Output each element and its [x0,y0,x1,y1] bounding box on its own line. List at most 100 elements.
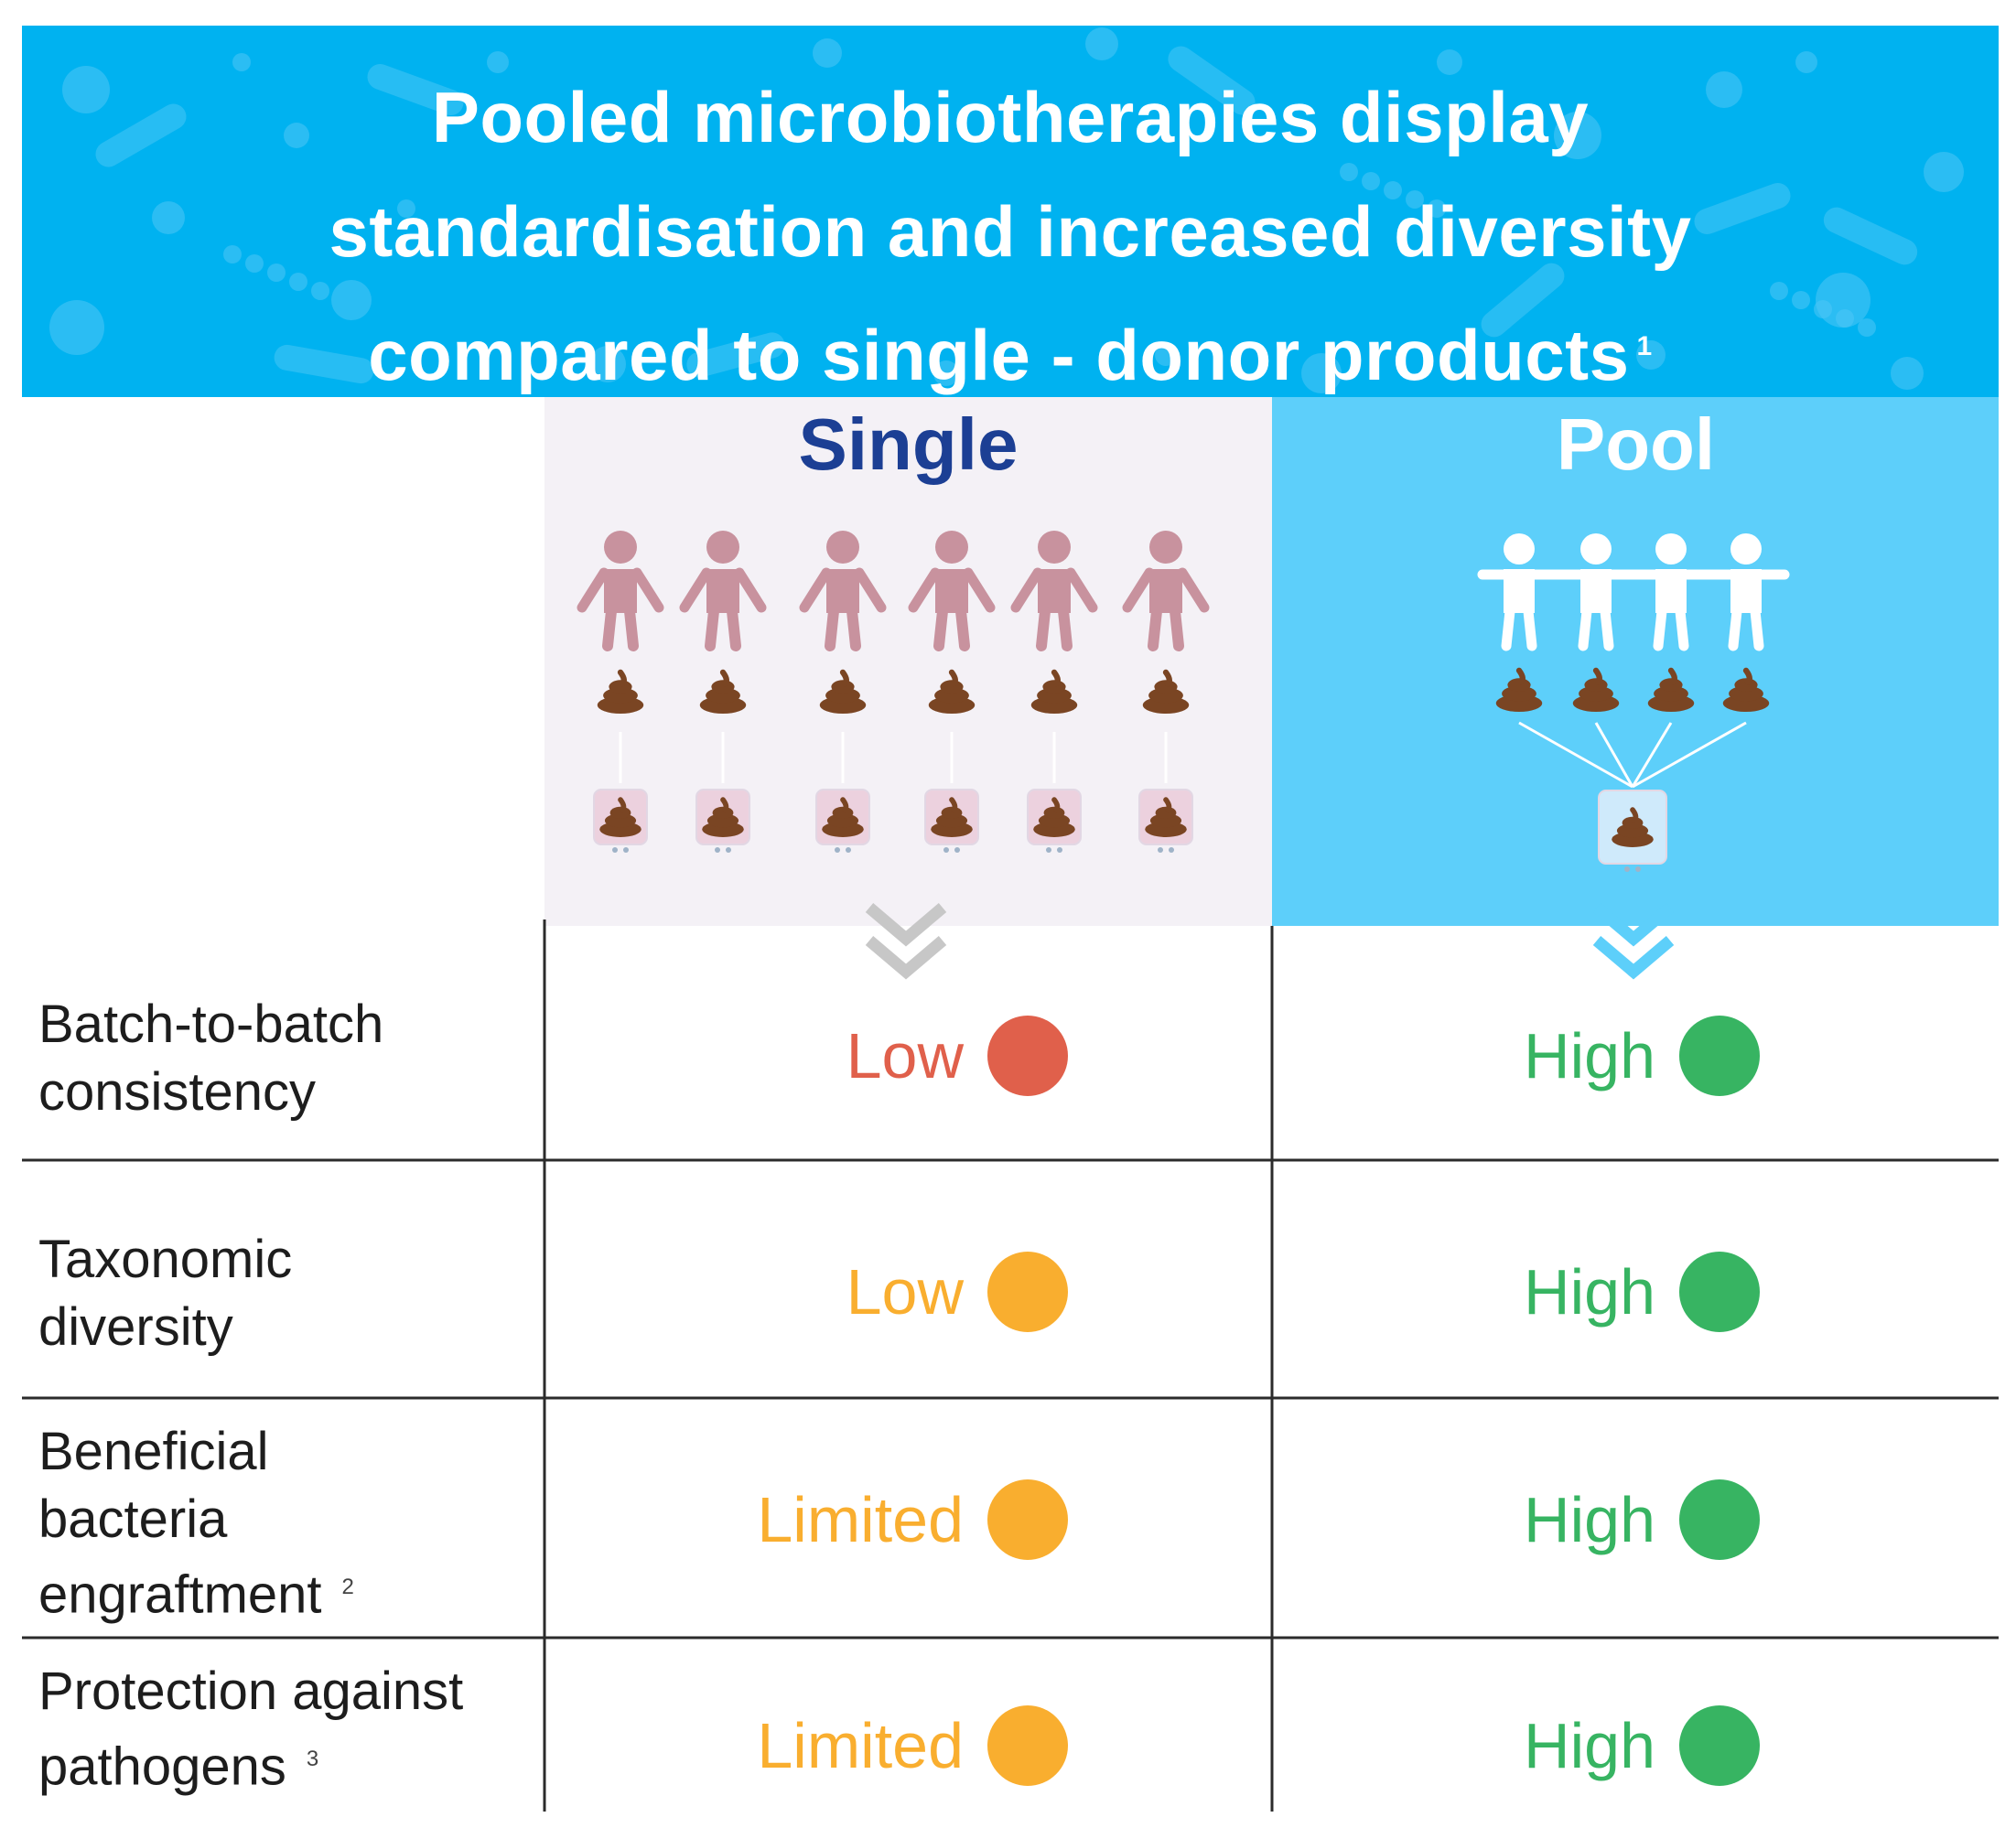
connector-line [1632,721,1747,789]
microbe-icon [1554,112,1601,159]
row-label-line: Taxonomic [38,1230,293,1289]
rating-text: High [1524,1256,1655,1328]
rating-pool-bacteria-engraftment: High [1524,1479,1760,1560]
microbe-pattern [49,27,1964,393]
status-dot-icon [987,1252,1068,1332]
microbe-icon [1795,51,1817,73]
microbe-icon [487,51,509,73]
rating-pool-batch-consistency: High [1524,1016,1760,1096]
microbe-icon [589,346,626,382]
stool-icon [702,797,744,837]
row-label-batch-consistency: Batch-to-batch consistency [38,991,383,1126]
microbe-icon [1362,172,1380,190]
title-line-3: compared to single - donor products [368,315,1630,395]
stool-icon [1145,797,1187,837]
microbe-icon [367,63,464,116]
microbe-icon [1168,46,1256,115]
microbe-icon [1694,182,1791,235]
microbe-icon [152,201,185,234]
microbe-icon [1814,300,1832,318]
person-icon [1578,533,1614,651]
microbe-icon [95,103,187,167]
microbe-icon [1836,309,1854,328]
stool-icon [1142,669,1190,715]
bag-icon [1598,790,1667,872]
microbe-icon [1384,181,1402,199]
bag-icon [815,789,870,853]
stool-icon [819,669,867,715]
rating-single-pathogen-protection: Limited [757,1705,1068,1786]
rating-text: Low [846,1256,964,1328]
row-label-line: bacteria [38,1489,228,1549]
stool-icon [1030,669,1078,715]
rating-text: High [1524,1020,1655,1091]
status-dot-icon [1679,1252,1760,1332]
person-icon [679,531,767,651]
bag-icon [1027,789,1082,853]
microbe-icon [686,332,785,378]
rating-pool-pathogen-protection: High [1524,1705,1760,1786]
rating-text: Limited [757,1710,964,1781]
rating-pool-taxonomic-diversity: High [1524,1252,1760,1332]
rating-single-batch-consistency: Low [846,1016,1068,1096]
microbe-icon [223,245,242,263]
person-icon [1501,533,1537,651]
microbe-icon [1428,199,1446,218]
connector-line [1518,721,1633,789]
chevron-down-icon [865,903,947,980]
microbe-icon [1770,282,1788,300]
microbe-icon [1706,71,1742,108]
bag-icon [924,789,979,853]
stool-icon [597,669,644,715]
title-reference: 1 [1636,331,1653,361]
status-dot-icon [987,1705,1068,1786]
bag-icon [1138,789,1193,853]
pool-column-title: Pool [1556,403,1716,485]
person-icon [1653,533,1689,651]
microbe-icon [274,344,374,384]
person-icon [577,531,664,651]
stool-icon [931,797,973,837]
title-line-1: Pooled microbiotherapies display [431,77,1590,157]
stool-icon [928,669,976,715]
status-dot-icon [987,1479,1068,1560]
microbe-icon [1437,49,1462,75]
status-dot-icon [1679,1016,1760,1096]
stool-icon [1722,667,1770,713]
stool-icon [599,797,641,837]
rating-text: High [1524,1484,1655,1555]
row-label-line: diversity [38,1297,233,1357]
rating-text: Limited [757,1484,964,1555]
microbe-icon [1481,263,1565,338]
stool-icon [822,797,864,837]
microbe-icon [1891,357,1924,390]
rating-single-bacteria-engraftment: Limited [757,1479,1068,1560]
connector-line [1594,722,1634,788]
person-icon [1122,531,1210,651]
person-icon [1010,531,1098,651]
person-icon [799,531,887,651]
connector-line [1631,722,1673,788]
microbe-icon [1155,344,1177,366]
row-label-line: pathogens [38,1737,286,1797]
microbe-icon [284,123,309,148]
person-icon [1728,533,1764,651]
status-dot-icon [987,1016,1068,1096]
single-column-title: Single [798,403,1019,485]
microbe-icon [397,199,415,218]
microbe-icon [245,254,264,273]
row-label-line: Batch-to-batch [38,995,384,1054]
title-banner: Pooled microbiotherapies display standar… [22,26,1999,397]
stool-icon [1647,667,1695,713]
rating-text: High [1524,1710,1655,1781]
stool-icon [1612,807,1654,847]
row-label-taxonomic-diversity: Taxonomic diversity [38,1226,292,1361]
stool-icon [1495,667,1543,713]
microbe-icon [311,282,329,300]
chevron-down-icon [1592,903,1675,980]
stool-icon [1033,797,1075,837]
microbe-icon [1085,27,1118,60]
microbe-icon [1406,190,1424,209]
stool-icon [699,669,747,715]
